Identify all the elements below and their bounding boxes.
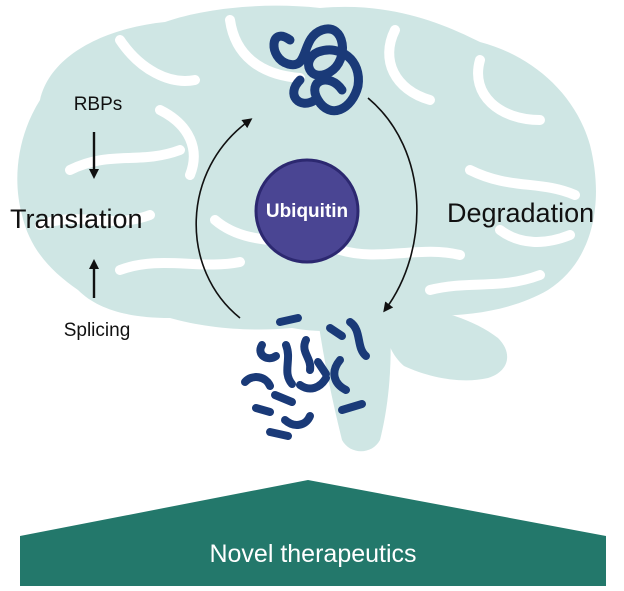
ubiquitin-label: Ubiquitin (266, 201, 348, 222)
banner-label: Novel therapeutics (209, 540, 416, 568)
arrow-synthesis (195, 118, 253, 319)
therapeutics-banner (20, 480, 606, 586)
translation-label: Translation (10, 204, 143, 234)
folded-protein (269, 24, 363, 116)
brain-stem (318, 318, 391, 452)
ubiquitin-hub (254, 158, 360, 264)
degraded-protein-fragments (241, 314, 370, 440)
arrow-degradation (367, 97, 418, 313)
splicing-label: Splicing (64, 320, 131, 341)
degradation-label: Degradation (447, 198, 594, 228)
brain-cerebellum (386, 307, 508, 381)
rbps-label: RBPs (74, 94, 123, 115)
